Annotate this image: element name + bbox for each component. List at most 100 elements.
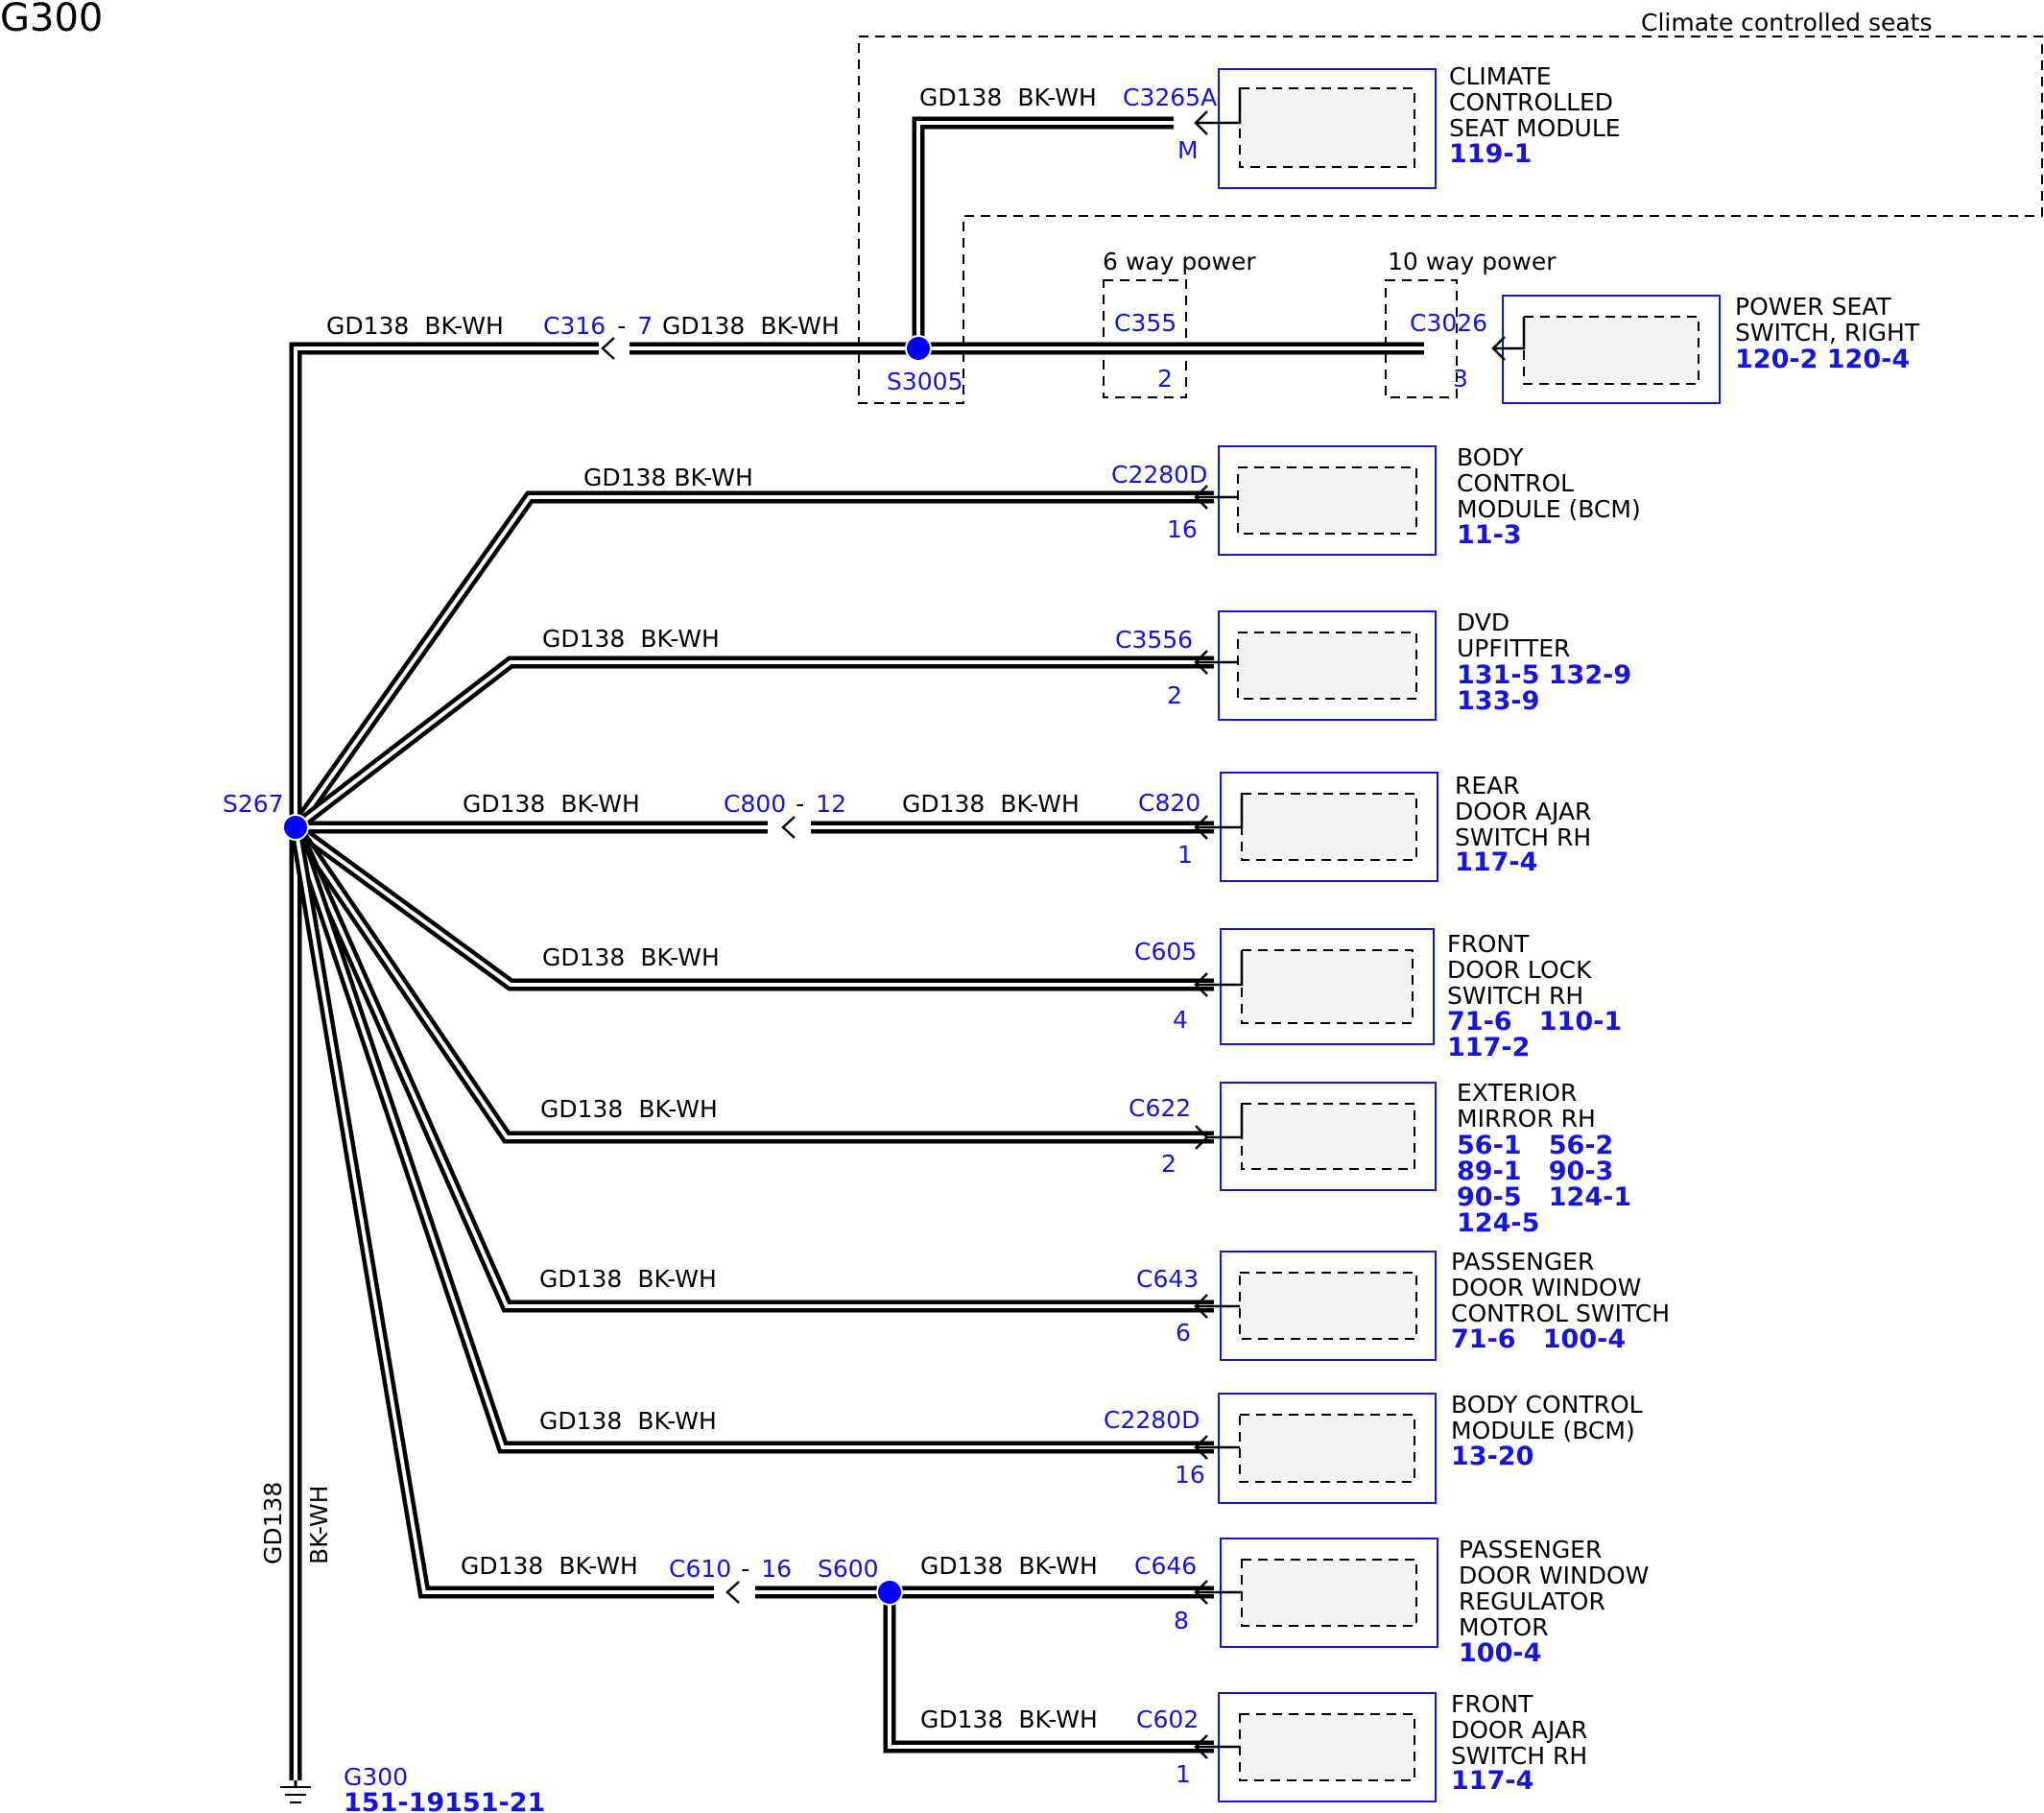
c800-chevron-icon [781,816,796,839]
c3556-label: C3556 [1115,626,1193,654]
c800-label: C800-12 [724,790,846,818]
power-seat-refs: 120-2 120-4 [1735,345,1910,374]
bcm-box-b[interactable] [1218,1393,1437,1504]
c3026-pin: 3 [1453,365,1468,393]
pin-receptacles [1194,88,1526,1759]
s600-label: S600 [818,1555,879,1583]
exterior-mirror-box[interactable] [1220,1082,1437,1191]
c643-pin: 6 [1176,1319,1191,1347]
c355-label: C355 [1114,309,1176,337]
ground-label: G300 [344,1763,408,1791]
c646-pin: 8 [1174,1607,1189,1634]
c605-pin: 4 [1173,1006,1188,1034]
power-seat-switch-box[interactable] [1502,295,1721,404]
wires [289,116,1424,1780]
bcm-a-refs: 11-3 [1457,520,1522,550]
climate-seat-module-box[interactable] [1218,68,1437,189]
c316-chevron-icon [601,337,615,360]
rear-door-ajar-box[interactable] [1220,772,1438,882]
six-way-label: 6 way power [1103,248,1256,275]
ground-icon [280,1780,311,1803]
bcm-b-refs: 13-20 [1451,1442,1533,1471]
c2280d-a-label: C2280D [1111,461,1207,489]
c610-chevron-icon [725,1581,740,1604]
c3026-label: C3026 [1410,309,1487,337]
bcm-box-a[interactable] [1218,445,1437,556]
c602-label: C602 [1136,1706,1199,1733]
c622-pin: 2 [1161,1150,1176,1178]
climate-group-label: Climate controlled seats [1641,9,1933,36]
splice-s600-icon[interactable] [876,1579,903,1606]
front-door-lock-box[interactable] [1220,928,1435,1045]
c820-pin: 1 [1177,841,1193,869]
c820-label: C820 [1138,789,1200,817]
c2280d-a-pin: 16 [1167,515,1198,543]
dvd-upfitter-box[interactable] [1218,610,1437,721]
passenger-window-switch-box[interactable] [1220,1251,1437,1361]
c2280d-b-label: C2280D [1104,1406,1200,1434]
ground-wire-color-label: BK-WH [305,1486,333,1564]
c602-pin: 1 [1176,1760,1191,1788]
c646-label: C646 [1134,1552,1197,1580]
front-door-ajar-box[interactable] [1218,1692,1437,1802]
page-title: G300 [0,0,103,40]
c316-label: C316-7 [543,312,653,340]
c643-label: C643 [1136,1265,1199,1293]
c610-label: C610-16 [669,1555,792,1583]
splice-s3005-icon[interactable] [905,335,932,362]
c3265a-label: C3265A [1123,83,1217,111]
ground-wire-circuit-label: GD138 [259,1482,287,1564]
regulator-refs: 100-4 [1459,1638,1541,1668]
c605-label: C605 [1134,938,1197,966]
ground-refs: 151-19151-21 [344,1788,545,1813]
c3265a-pin: M [1177,136,1199,164]
front-door-refs: 117-4 [1451,1766,1533,1796]
window-regulator-box[interactable] [1220,1538,1438,1648]
ten-way-group-outline [1385,279,1458,398]
s3005-label: S3005 [887,368,963,395]
splice-s267-icon[interactable] [282,814,309,841]
c622-label: C622 [1129,1094,1191,1122]
c2280d-b-pin: 16 [1175,1461,1205,1489]
rear-door-refs: 117-4 [1455,847,1537,877]
climate-seat-refs: 119-1 [1449,139,1532,169]
pass-window-switch-refs: 71-6 100-4 [1451,1324,1626,1354]
climate-seat-group-outline [858,36,2043,404]
s267-label: S267 [223,790,284,818]
component-boxes [1218,68,1721,1802]
c355-pin: 2 [1157,365,1173,393]
connector-labels: C3265A M C355 2 C3026 3 C2280D 16 C3556 … [1104,83,1487,1788]
ten-way-label: 10 way power [1388,248,1557,275]
c3556-pin: 2 [1167,681,1182,709]
